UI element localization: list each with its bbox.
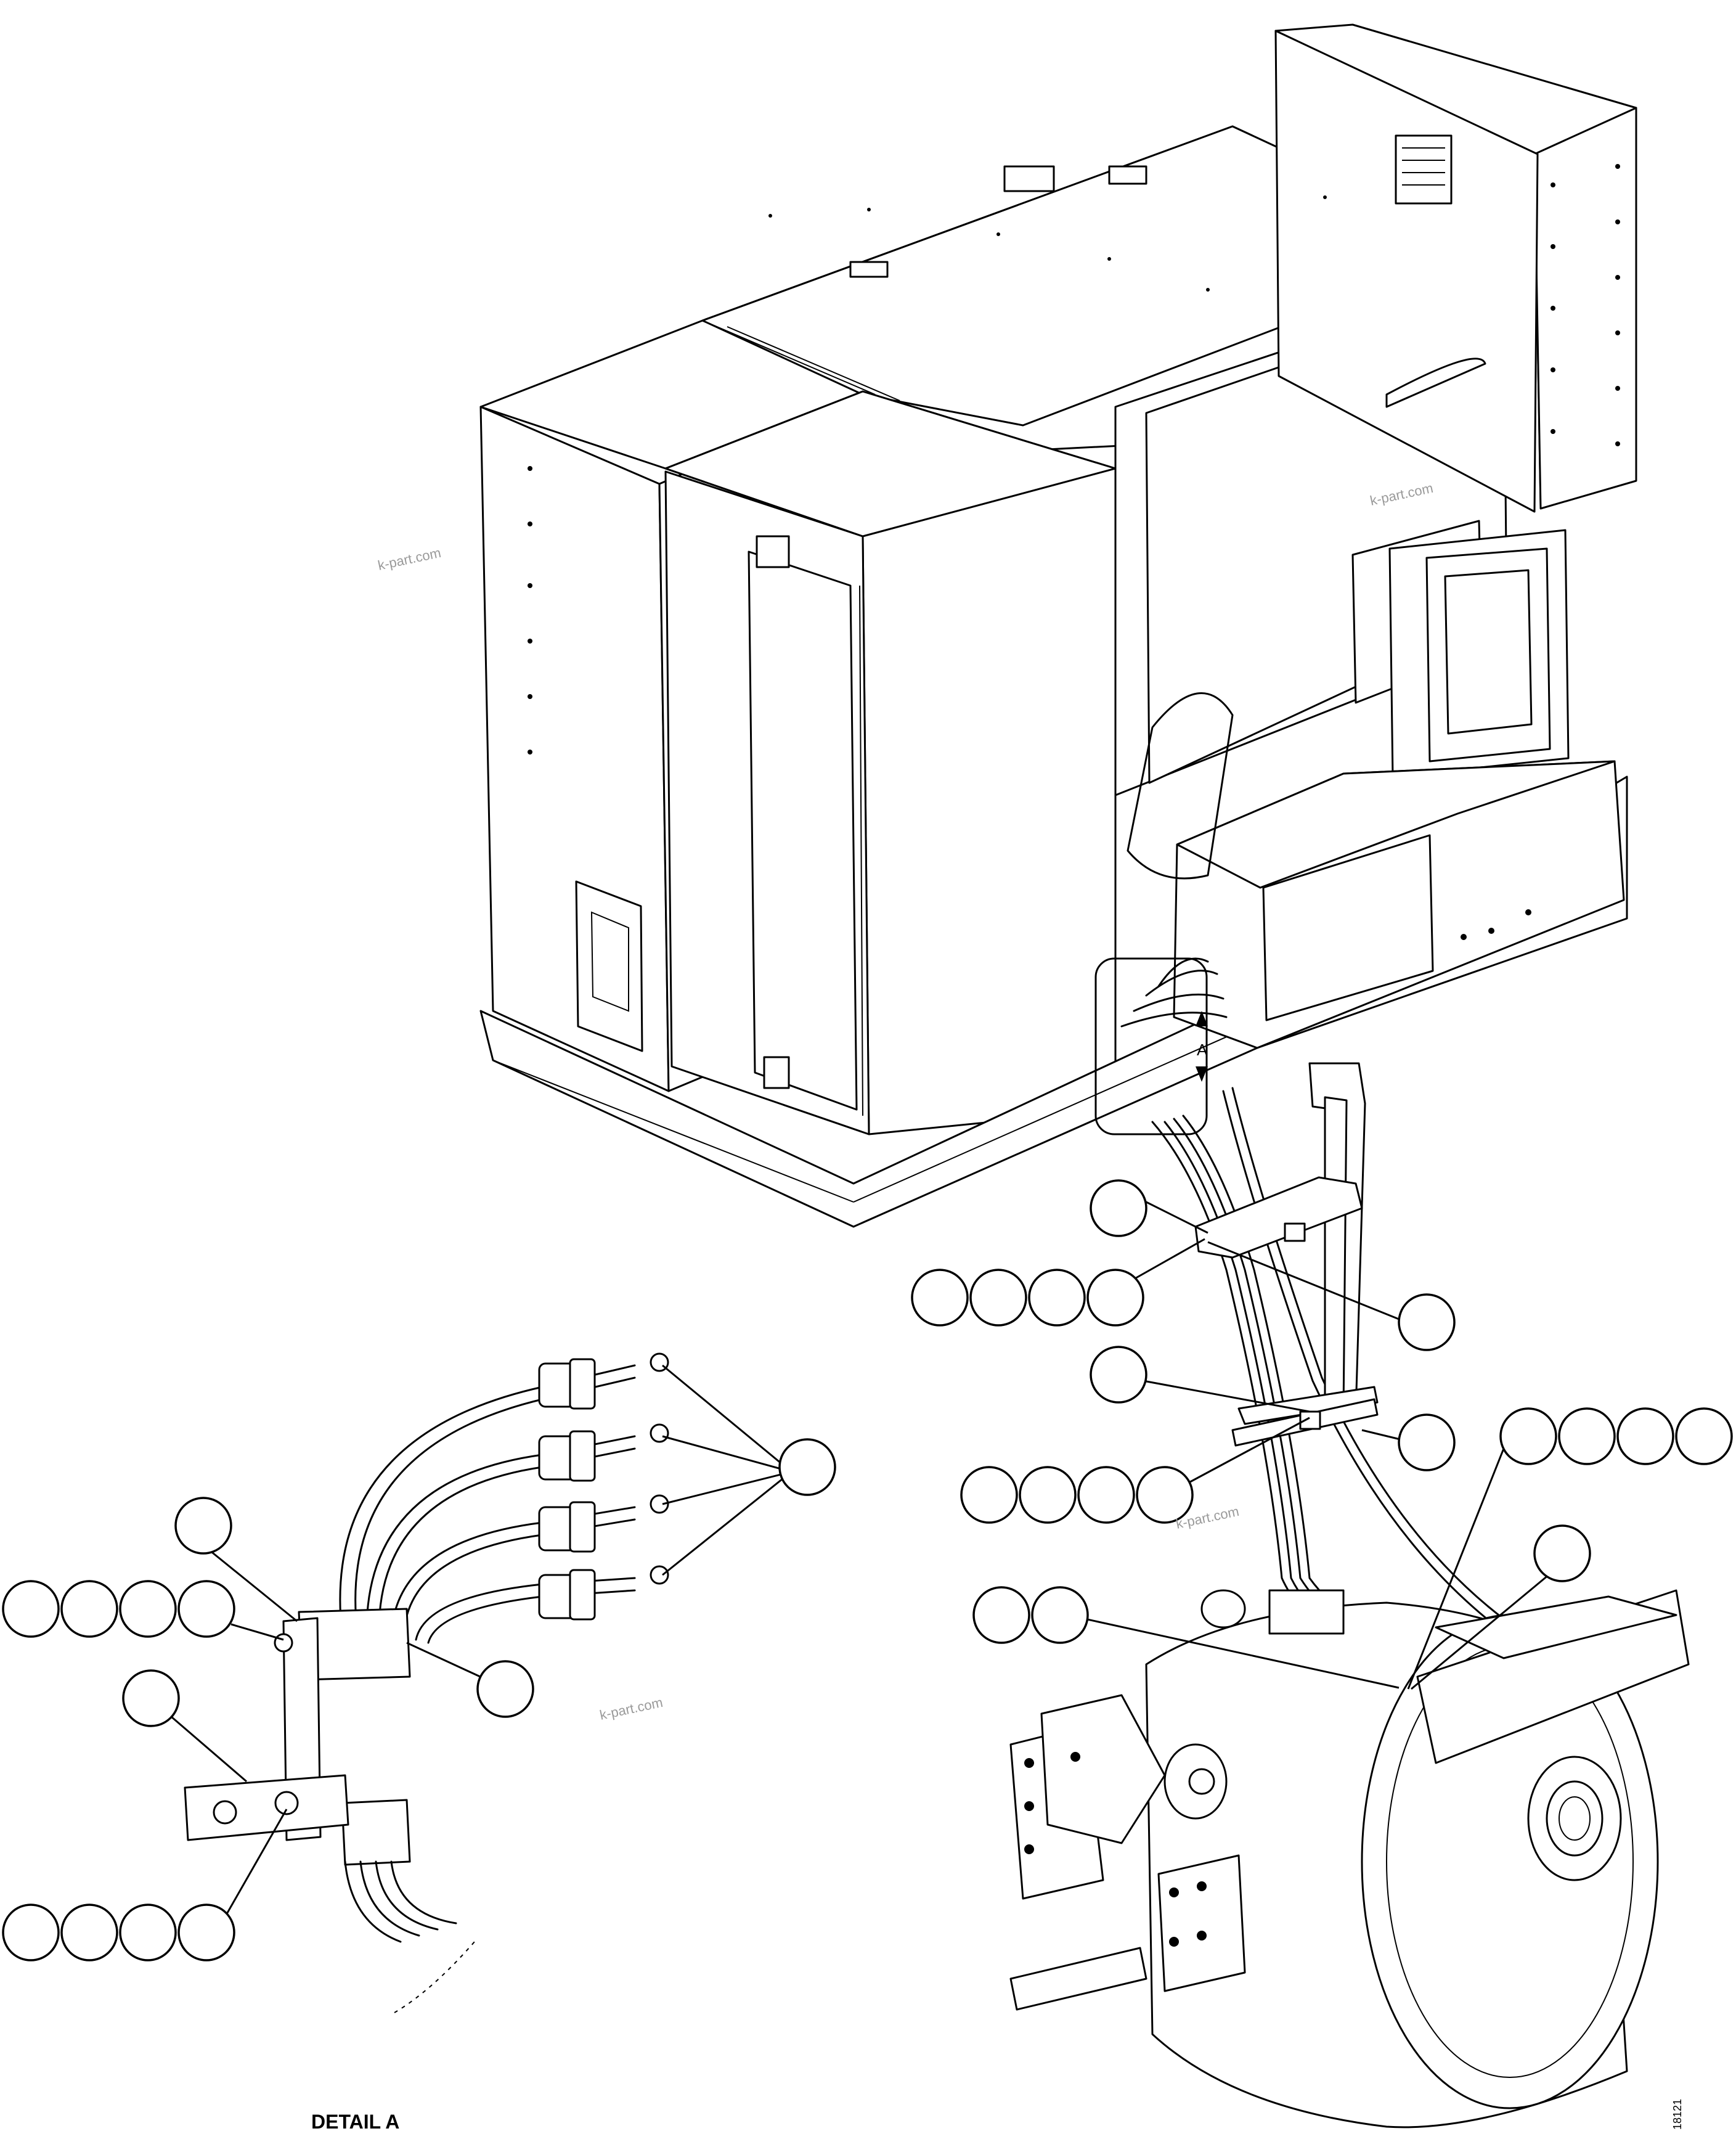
callout-balloon [60,1580,118,1638]
callout-balloon [960,1466,1018,1524]
callout-balloon [2,1580,60,1638]
callout-balloon [1077,1466,1135,1524]
callout-balloon [1533,1524,1591,1582]
callout-balloon [1558,1407,1616,1465]
callout-balloon [1031,1586,1089,1644]
callout-balloon [972,1586,1030,1644]
callout-balloon [60,1904,118,1961]
detail-a-callout: A [1094,957,1228,1135]
support-stand [1194,1062,1379,1447]
callout-balloon [476,1660,534,1718]
callout-balloon [778,1438,836,1496]
callout-balloon [1675,1407,1733,1465]
callout-balloon [1028,1269,1086,1327]
callout-balloon [1019,1466,1077,1524]
callout-balloon [911,1269,969,1327]
leader-lines [171,1198,1557,1918]
cabinet-assembly [479,23,1637,1228]
callout-balloon [174,1497,232,1555]
callout-balloon [122,1669,180,1727]
callout-balloon [1398,1413,1456,1471]
callout-balloon [1086,1269,1144,1327]
detail-a-view: DETAIL A [184,1352,669,2133]
callout-balloons [2,1179,1733,1961]
traction-motor [1009,1589,1690,2129]
callout-balloon [119,1904,177,1961]
detail-caption: DETAIL A [311,2111,399,2133]
callout-balloon [2,1904,60,1961]
callout-balloon [1398,1293,1456,1351]
callout-balloon [1136,1466,1194,1524]
callout-balloon [177,1904,235,1961]
watermark: k-part.com [598,1695,664,1723]
callout-balloon [969,1269,1027,1327]
callout-balloon [1090,1179,1147,1237]
callout-balloon [119,1580,177,1638]
callout-balloon [1090,1346,1147,1404]
drawing-id: 18121 [1671,2099,1684,2130]
watermark: k-part.com [377,545,442,573]
section-marker-label: A [1197,1041,1208,1059]
callout-balloon [1616,1407,1674,1465]
callout-balloon [1499,1407,1557,1465]
callout-balloon [177,1580,235,1638]
